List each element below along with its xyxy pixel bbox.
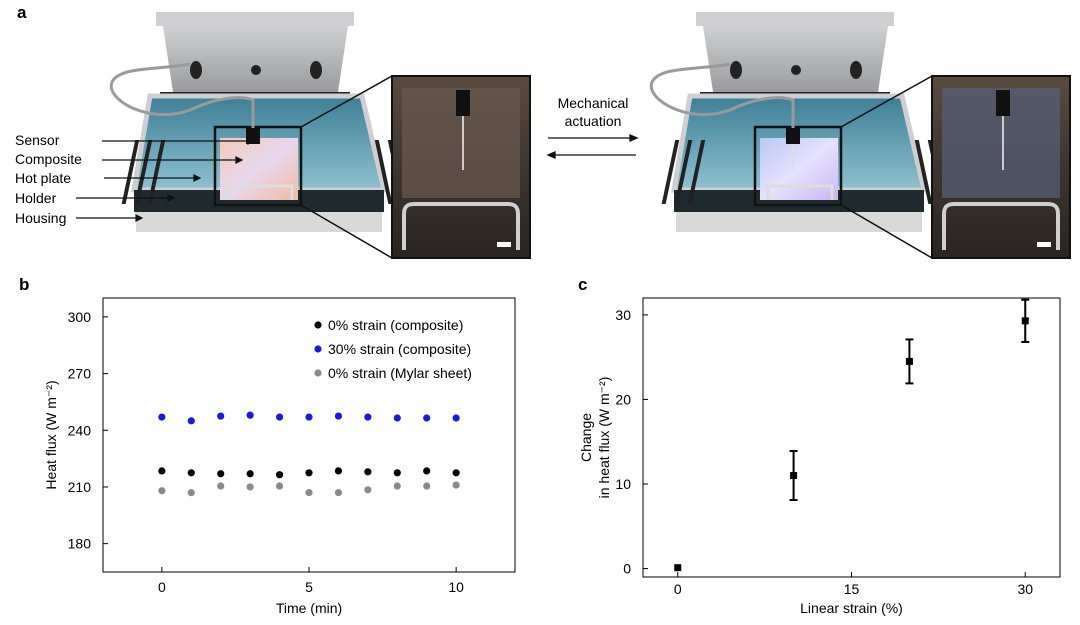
data-point-b [187,417,195,425]
data-point-b [217,470,225,478]
data-point-b [305,469,313,477]
legend-marker-b [314,321,322,329]
data-point-b [393,414,401,422]
y-tick-label-c: 0 [623,561,631,577]
data-point-b [158,487,166,495]
data-point-b [364,413,372,421]
x-axis-label-c: Linear strain (%) [800,600,903,616]
label-arrows [76,137,256,222]
device-left [109,12,406,232]
data-point-b [364,486,372,494]
x-tick-label-c: 30 [1017,581,1033,597]
data-point-b [364,468,372,476]
data-point-b [305,489,313,497]
x-tick-label-b: 0 [158,579,166,595]
y-tick-label-c: 10 [615,476,631,492]
x-axis-label-b: Time (min) [276,600,342,616]
data-point-b [423,482,431,490]
y-tick-label-b: 270 [68,366,92,382]
data-point-b [217,412,225,420]
data-point-b [275,471,284,479]
data-point-b [334,489,343,497]
label-sensor: Sensor [15,132,60,148]
y-tick-label-b: 240 [68,422,92,438]
legend-label-b: 0% strain (composite) [328,317,463,333]
y-tick-label-c: 20 [615,391,631,407]
data-point-b [305,413,313,421]
y-tick-label-b: 300 [68,309,92,325]
data-point-b [246,411,254,419]
panel-a-illustration [76,12,1071,259]
data-point-b [217,482,225,490]
data-point-b [452,414,460,422]
label-holder: Holder [15,190,57,206]
y-axis-label-b: Heat flux (W m⁻²) [43,380,59,489]
data-point-b [334,467,343,475]
data-point-c [905,357,913,365]
legend-label-b: 30% strain (composite) [328,341,471,357]
data-point-b [246,483,254,491]
y-axis-label-c-line2: in heat flux (W m⁻²) [596,377,612,499]
data-point-b [158,467,166,475]
x-tick-label-b: 5 [305,579,313,595]
data-point-b [452,469,460,477]
x-tick-label-c: 15 [844,581,860,597]
legend-label-b: 0% strain (Mylar sheet) [328,365,472,381]
data-point-b [187,489,195,497]
label-composite: Composite [15,151,82,167]
data-point-b [158,413,166,421]
panel-letter-b: b [19,275,30,294]
actuation-label-line1: Mechanical [557,95,629,111]
data-point-c [790,472,798,480]
y-tick-label-b: 210 [68,479,92,495]
panel-letter-a: a [17,3,27,22]
data-point-b [275,413,284,421]
legend-marker-b [314,345,322,353]
legend-marker-b [314,369,322,377]
plot-frame-b [102,297,516,573]
data-point-b [246,470,254,478]
label-housing: Housing [15,210,67,226]
y-tick-label-c: 30 [615,307,631,323]
x-tick-label-b: 10 [448,579,464,595]
data-point-b [423,467,431,475]
data-point-b [334,412,343,420]
y-tick-label-b: 180 [68,536,92,552]
y-axis-label-c-line1: Change [578,413,594,462]
data-point-b [423,414,431,422]
data-point-c [1021,317,1029,325]
data-point-b [452,481,460,489]
actuation-arrows [546,134,639,159]
device-right [649,12,946,232]
panel-letter-c: c [578,275,588,294]
data-point-c [674,564,682,572]
actuation-label-line2: actuation [564,113,622,129]
data-point-b [393,469,401,477]
data-point-b [393,482,401,490]
label-hot-plate: Hot plate [15,170,72,186]
photo-right-detail [942,88,1060,250]
data-point-b [187,469,195,477]
data-point-b [275,482,284,490]
photo-left-detail [402,88,520,250]
plot-frame-c [642,297,1061,578]
x-tick-label-c: 0 [674,581,682,597]
